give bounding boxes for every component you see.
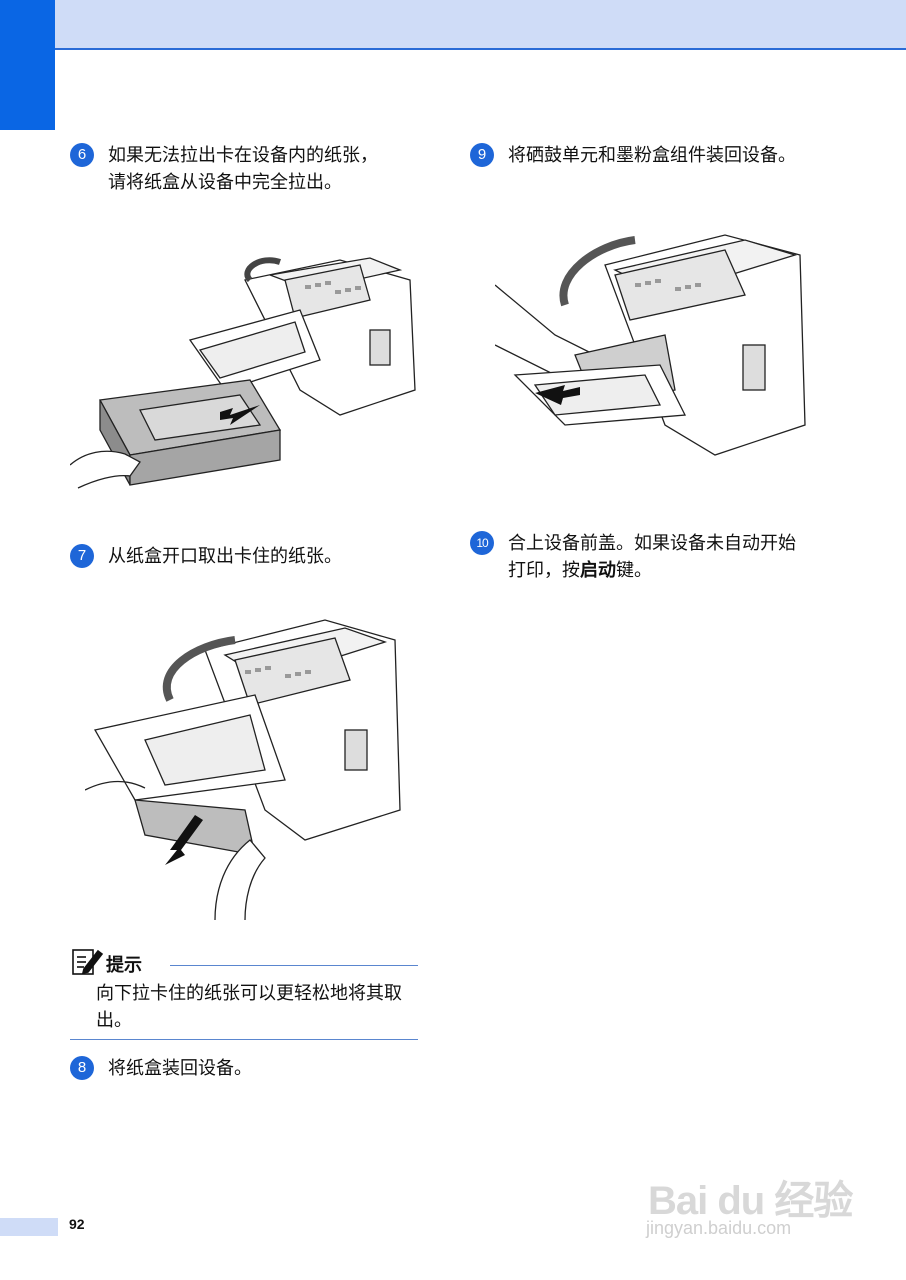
step-number: 10 [470,531,494,555]
step-9: 9 将硒鼓单元和墨粉盒组件装回设备。 [470,142,810,169]
step-10: 10 合上设备前盖。如果设备未自动开始打印，按启动键。 [470,530,810,584]
figure-pull-jammed-paper [85,619,401,920]
step-number: 6 [70,143,94,167]
header-band [0,0,906,50]
note-body: 向下拉卡住的纸张可以更轻松地将其取出。 [96,983,402,1031]
step-text-before: 合上设备前盖。如果设备未自动开始打印，按 [508,533,796,581]
step-number: 8 [70,1056,94,1080]
page-number: 92 [69,1216,85,1232]
step-6: 6 如果无法拉出卡在设备内的纸张，请将纸盒从设备中完全拉出。 [70,142,390,196]
note-pencil-icon [72,949,104,975]
figure-remove-paper-tray [70,257,416,489]
note-header: 提示 [70,945,420,981]
step-number: 7 [70,544,94,568]
figure-reinstall-drum-unit [495,234,806,456]
start-key-label: 启动 [580,560,616,581]
note-bottom-divider [70,1039,418,1040]
watermark: Bai du 经验 jingyan.baidu.com [640,1150,860,1250]
step-text: 将硒鼓单元和墨粉盒组件装回设备。 [508,145,796,166]
step-text: 将纸盒装回设备。 [108,1058,252,1079]
step-7: 7 从纸盒开口取出卡住的纸张。 [70,543,400,570]
chapter-tab [0,0,55,130]
step-text: 合上设备前盖。如果设备未自动开始打印，按启动键。 [508,530,808,584]
footer-bar [0,1218,58,1236]
watermark-url: jingyan.baidu.com [646,1218,792,1238]
watermark-brand: Bai du 经验 [648,1179,853,1223]
note-divider [170,965,418,966]
step-8: 8 将纸盒装回设备。 [70,1055,400,1082]
step-text: 如果无法拉出卡在设备内的纸张，请将纸盒从设备中完全拉出。 [108,145,378,193]
note-title: 提示 [106,955,142,976]
step-text-after: 键。 [616,560,652,581]
step-number: 9 [470,143,494,167]
step-text: 从纸盒开口取出卡住的纸张。 [108,546,342,567]
